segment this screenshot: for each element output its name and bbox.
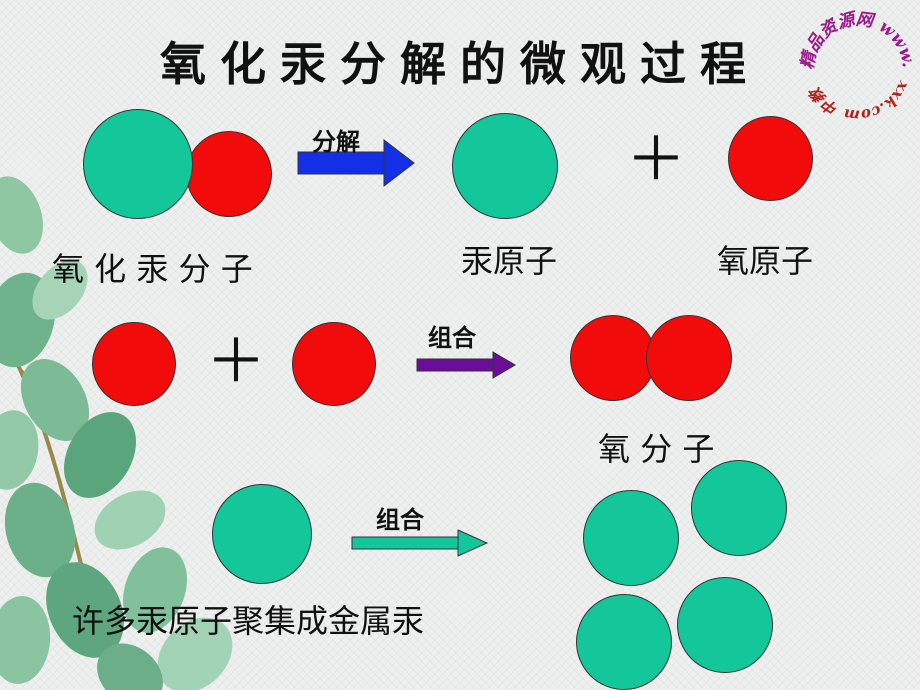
watermark-stamp: 精品资源网 www.z xxk.com 中教育 bbox=[795, 0, 918, 125]
mercury-atom bbox=[452, 113, 558, 219]
metallic-mercury-caption: 许多汞原子聚集成金属汞 bbox=[72, 602, 425, 640]
oxygen-atom bbox=[186, 131, 272, 217]
decompose-label: 分解 bbox=[312, 128, 360, 156]
mercury-atom-label: 汞原子 bbox=[461, 242, 558, 280]
mercury-atom bbox=[583, 490, 679, 586]
mercury-atom bbox=[677, 577, 773, 673]
oxygen-atom bbox=[728, 116, 813, 201]
combine-label: 组合 bbox=[428, 324, 476, 352]
combine-arrow-1 bbox=[416, 351, 516, 379]
mercury-oxide-molecule-label: 氧 化 汞 分 子 bbox=[52, 250, 253, 288]
combine-arrow-2 bbox=[351, 529, 489, 557]
oxygen-atom bbox=[292, 322, 376, 406]
oxygen-molecule-label: 氧 分 子 bbox=[598, 430, 715, 468]
oxygen-atom bbox=[570, 315, 656, 401]
decompose-arrow bbox=[297, 138, 415, 188]
svg-text:精品资源网 www.z: 精品资源网 www.z bbox=[795, 0, 918, 71]
oxygen-atom-label: 氧原子 bbox=[717, 242, 814, 280]
mercury-atom bbox=[691, 460, 787, 556]
mercury-atom bbox=[212, 484, 312, 584]
oxygen-atom bbox=[92, 322, 176, 406]
mercury-atom bbox=[576, 594, 672, 690]
page-title: 氧化汞分解的微观过程 bbox=[160, 37, 760, 91]
oxygen-atom bbox=[646, 315, 732, 401]
mercury-atom bbox=[83, 109, 193, 219]
plus-sign: ＋ bbox=[626, 125, 686, 195]
combine-label: 组合 bbox=[376, 506, 424, 534]
plus-sign: ＋ bbox=[206, 327, 266, 397]
leaf-branch-illustration bbox=[0, 176, 233, 690]
